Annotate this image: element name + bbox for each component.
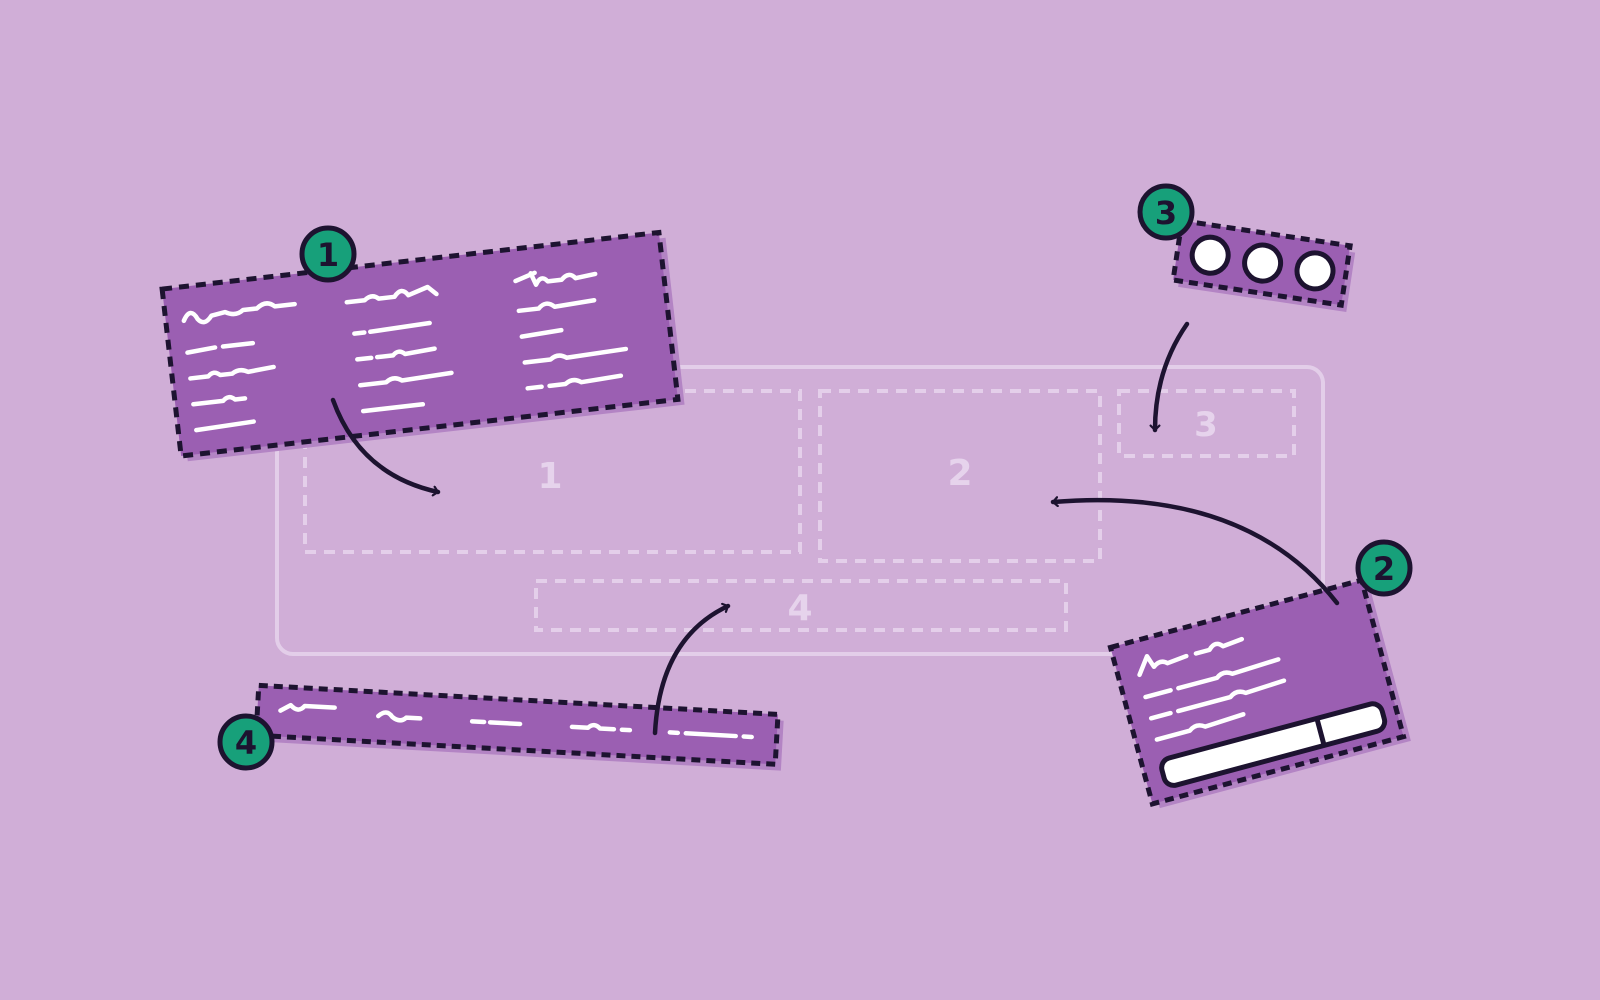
circle-dot-icon: [1189, 234, 1231, 276]
card-2-text-lines: [1137, 636, 1287, 742]
numbered-badge-icon: [1355, 539, 1413, 597]
badge-3-number: 3: [1155, 194, 1177, 232]
component-card-2: [1107, 577, 1411, 809]
card-4-text-lines: [278, 702, 754, 740]
badge-2-number: 2: [1373, 550, 1395, 588]
wireframe-slot-4: 4: [534, 579, 1068, 632]
component-card-3: [1170, 217, 1356, 312]
slot-3-number: 3: [1194, 405, 1218, 445]
card-1-body: [159, 229, 681, 459]
curved-arrow-icon: [1050, 496, 1340, 606]
slot-1-number: 1: [537, 456, 562, 497]
slot-2-number: 2: [947, 453, 972, 494]
badge-3: 3: [1137, 183, 1195, 241]
wireframe-layout: 1 2 3 4: [275, 365, 1325, 656]
arrows: [330, 321, 1340, 736]
card-2-input-divider: [1314, 717, 1327, 747]
numbered-badge-icon: [217, 713, 275, 771]
badge-2: 2: [1355, 539, 1413, 597]
slot-4-number: 4: [787, 588, 812, 629]
wireframe-slot-3: 3: [1117, 389, 1296, 458]
wireframe-slot-2: 2: [818, 389, 1102, 563]
badge-4: 4: [217, 713, 275, 771]
circle-dot-icon: [1294, 250, 1336, 292]
curved-arrow-icon: [330, 397, 441, 497]
component-card-1: [159, 229, 685, 462]
card-2-body: [1107, 577, 1407, 807]
badge-1: 1: [299, 225, 357, 283]
card-1-text-lines: [181, 270, 629, 433]
numbered-badge-icon: [1137, 183, 1195, 241]
wireframe-frame: [275, 365, 1325, 656]
component-card-4: [253, 682, 784, 771]
badge-4-number: 4: [235, 724, 257, 762]
badge-1-number: 1: [317, 236, 339, 274]
numbered-badge-icon: [299, 225, 357, 283]
circle-dot-icon: [1242, 242, 1284, 284]
curved-arrow-icon: [652, 602, 731, 736]
card-2-input-field: [1159, 701, 1388, 788]
curved-arrow-icon: [1149, 321, 1190, 433]
